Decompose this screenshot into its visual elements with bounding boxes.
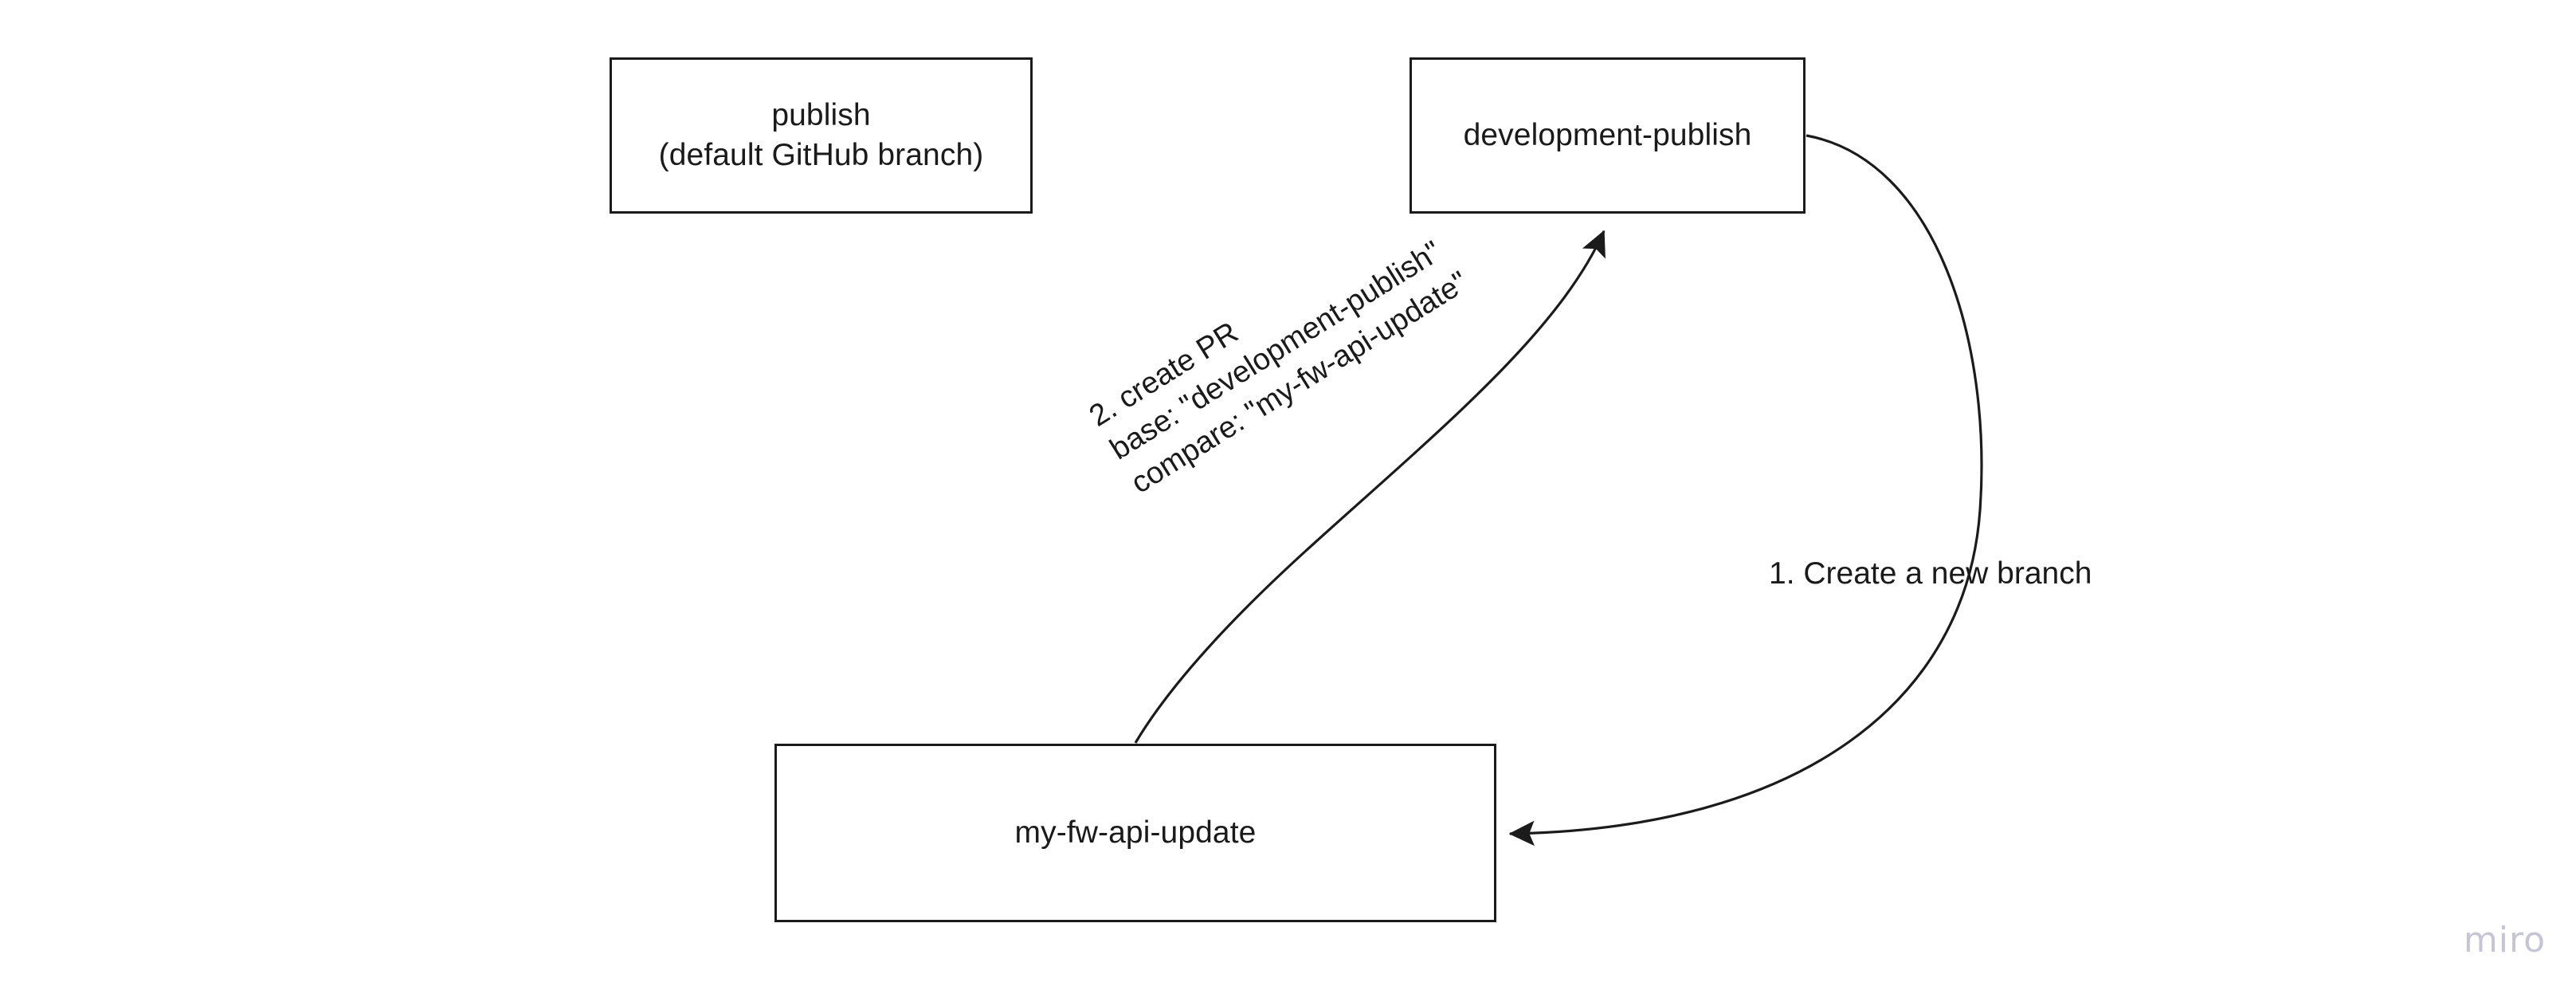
node-my-fw-api-update[interactable]: my-fw-api-update	[774, 744, 1496, 922]
edge-create-branch	[1508, 134, 1983, 847]
node-my-fw-api-update-label: my-fw-api-update	[1014, 815, 1257, 850]
node-publish-label: publish (default GitHub branch)	[658, 98, 984, 172]
edge-label-create-pr: 2. create PR base: "development-publish"…	[1084, 234, 1474, 501]
node-development-publish[interactable]: development-publish	[1410, 57, 1806, 214]
miro-watermark: miro	[2463, 920, 2546, 960]
node-publish[interactable]: publish (default GitHub branch)	[610, 57, 1033, 214]
node-development-publish-label: development-publish	[1463, 118, 1752, 153]
edge-label-create-branch: 1. Create a new branch	[1769, 556, 2092, 591]
